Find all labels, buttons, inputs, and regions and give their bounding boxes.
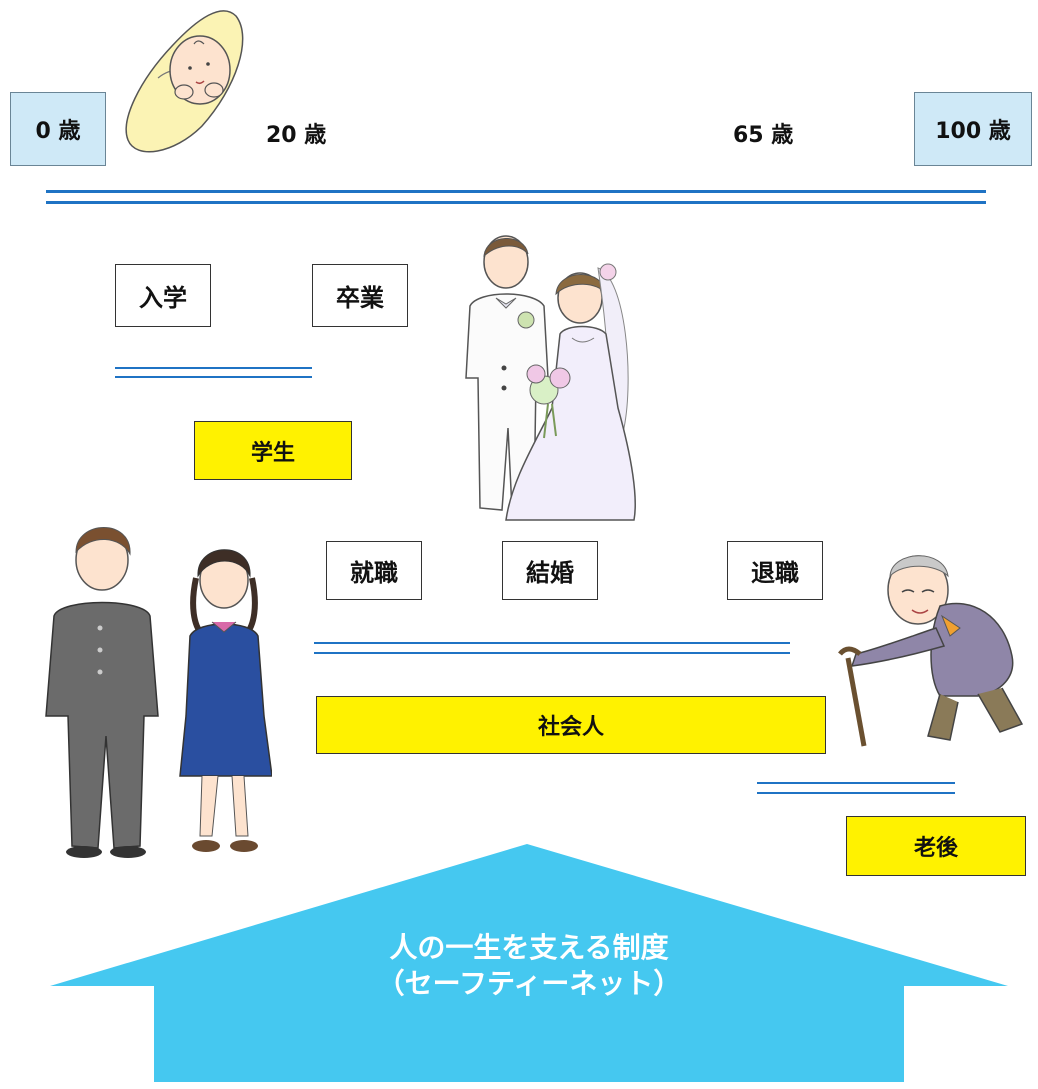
- students-illustration: [45, 527, 272, 858]
- event-marriage-label: 結婚: [526, 559, 574, 587]
- stage-retired-label: 老後: [913, 836, 958, 861]
- event-retirement-label: 退職: [751, 559, 799, 587]
- event-enroll: 入学: [115, 264, 211, 327]
- stage-student-label: 学生: [250, 440, 295, 466]
- event-graduate-label: 卒業: [336, 284, 384, 312]
- stage-working-label: 社会人: [537, 715, 604, 740]
- wedding-couple-illustration: [465, 235, 636, 521]
- safety-net-line1: 人の一生を支える制度: [389, 931, 669, 964]
- event-employment-label: 就職: [350, 559, 398, 587]
- event-enroll-label: 入学: [139, 284, 187, 312]
- safety-net-title: 人の一生を支える制度 （セーフティーネット）: [154, 930, 904, 1002]
- retired-line-bottom: [757, 792, 955, 794]
- age-100-box: 100 歳: [914, 92, 1032, 166]
- retired-line-top: [757, 782, 955, 784]
- event-employment: 就職: [326, 541, 422, 600]
- working-line-top: [314, 642, 790, 644]
- baby-illustration: [125, 10, 244, 153]
- student-line-bottom: [115, 376, 312, 378]
- safety-net-line2: （セーフティーネット）: [376, 967, 682, 1000]
- stage-retired: 老後: [846, 816, 1026, 876]
- working-line-bottom: [314, 652, 790, 654]
- timeline-line-bottom: [46, 201, 986, 204]
- age-65-label: 65 歳: [733, 123, 794, 148]
- age-100-label: 100 歳: [935, 119, 1011, 144]
- event-marriage: 結婚: [502, 541, 598, 600]
- age-20-label: 20 歳: [266, 123, 327, 148]
- event-graduate: 卒業: [312, 264, 408, 327]
- student-line-top: [115, 367, 312, 369]
- timeline-line-top: [46, 190, 986, 193]
- stage-working: 社会人: [316, 696, 826, 754]
- stage-student: 学生: [194, 421, 352, 480]
- age-0-box: 0 歳: [10, 92, 106, 166]
- age-0-label: 0 歳: [35, 119, 81, 144]
- elderly-man-illustration: [838, 555, 1024, 747]
- event-retirement: 退職: [727, 541, 823, 600]
